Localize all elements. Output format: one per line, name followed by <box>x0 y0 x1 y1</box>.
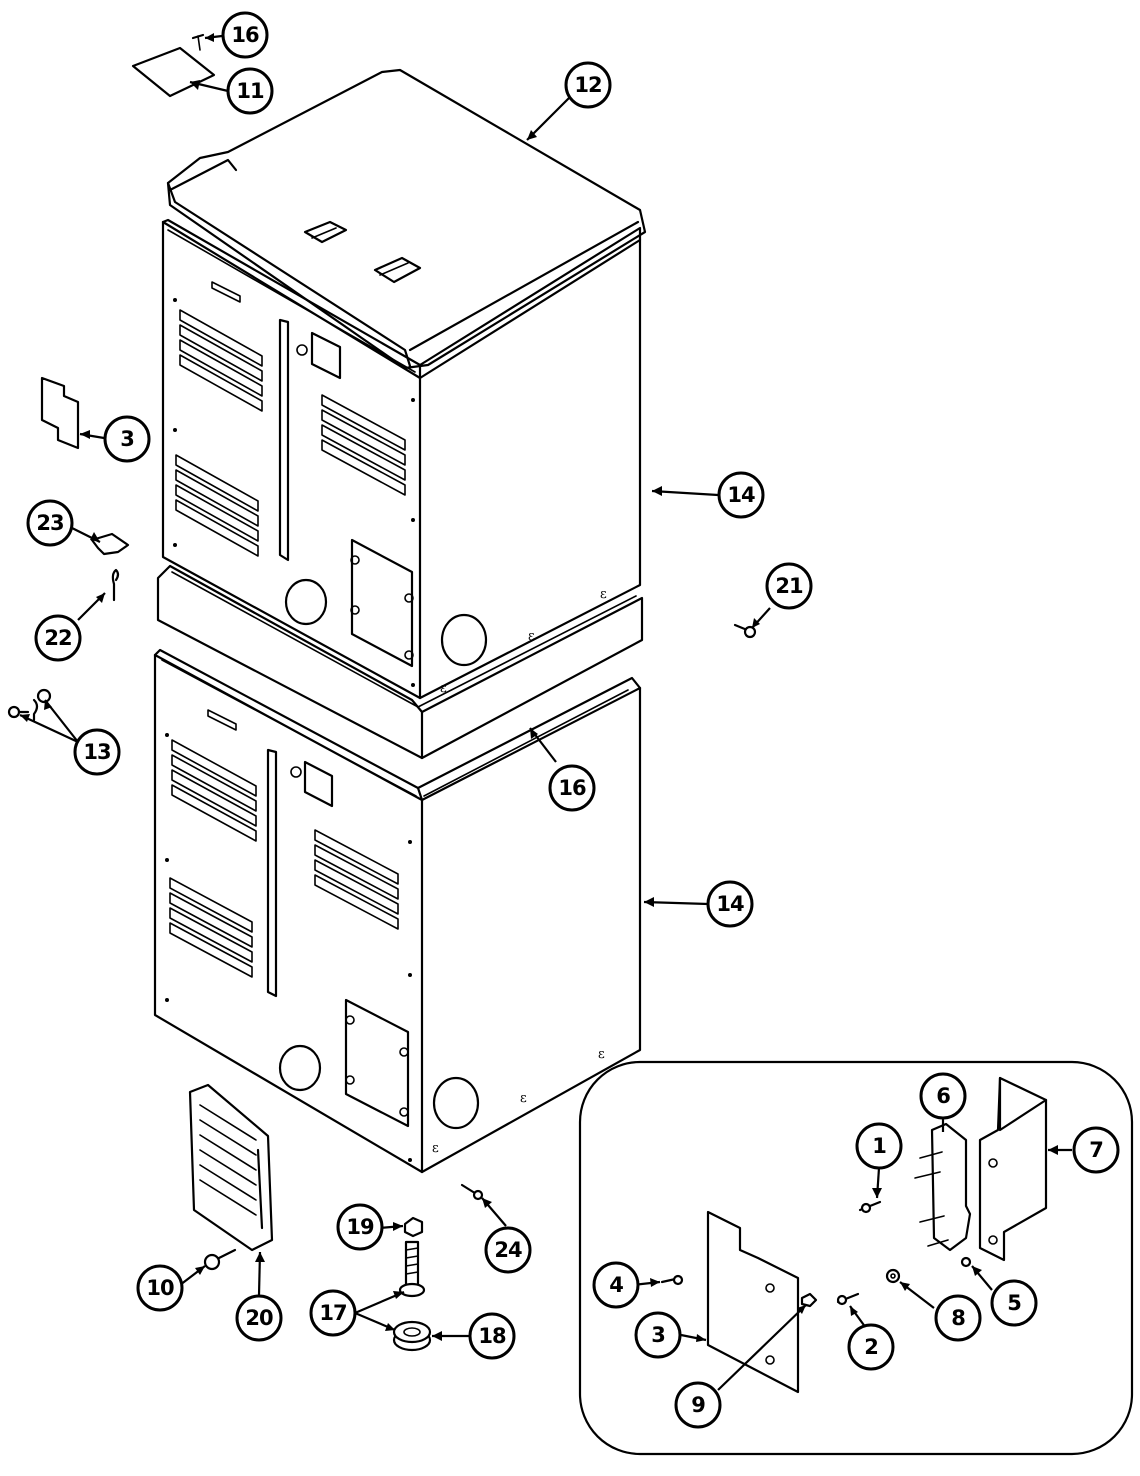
svg-text:2: 2 <box>864 1335 878 1359</box>
svg-text:ε: ε <box>432 1141 439 1156</box>
callout-22: 22 <box>34 614 82 662</box>
callout-20: 20 <box>235 1294 283 1342</box>
svg-text:24: 24 <box>494 1238 522 1262</box>
callout-11: 11 <box>226 67 274 115</box>
spacer-frame-16 <box>156 564 644 760</box>
callout-2: 2 <box>847 1323 895 1371</box>
svg-text:14: 14 <box>716 892 744 916</box>
hook-22 <box>111 568 120 602</box>
svg-text:19: 19 <box>346 1215 374 1239</box>
svg-text:10: 10 <box>146 1276 174 1300</box>
svg-text:7: 7 <box>1089 1138 1103 1162</box>
screw-21 <box>733 623 757 639</box>
callout-12: 12 <box>564 61 612 109</box>
callout-10: 10 <box>136 1264 184 1312</box>
svg-text:20: 20 <box>245 1306 273 1330</box>
detail-inset <box>578 1060 1134 1456</box>
svg-text:8: 8 <box>951 1306 965 1330</box>
svg-text:23: 23 <box>36 511 63 535</box>
callout-16-top: 16 <box>221 11 269 59</box>
callout-24: 24 <box>484 1226 532 1274</box>
lower-cabinet-14: ε ε ε <box>153 648 642 1174</box>
bracket-plate-3 <box>40 376 80 450</box>
svg-text:3: 3 <box>120 427 134 451</box>
svg-text:16: 16 <box>558 776 586 800</box>
top-cover-12 <box>166 68 647 370</box>
leveling-leg-17 <box>398 1240 426 1298</box>
svg-text:ε: ε <box>598 1047 605 1062</box>
callout-14-upper: 14 <box>717 471 765 519</box>
callout-16-spacer: 16 <box>548 764 596 812</box>
svg-text:ε: ε <box>528 629 535 644</box>
clip-23 <box>90 532 130 556</box>
arrowheads <box>20 33 1058 1342</box>
callout-7: 7 <box>1072 1126 1120 1174</box>
grille-20 <box>188 1083 274 1252</box>
callout-8: 8 <box>934 1294 982 1342</box>
nut-19 <box>403 1216 424 1238</box>
access-cover-11 <box>131 46 216 98</box>
svg-text:6: 6 <box>936 1084 950 1108</box>
svg-text:1: 1 <box>872 1134 886 1158</box>
callout-5: 5 <box>990 1279 1038 1327</box>
screw-washer-13 <box>7 688 52 722</box>
svg-text:12: 12 <box>574 73 601 97</box>
svg-text:9: 9 <box>691 1393 705 1417</box>
screw-24 <box>460 1183 484 1201</box>
svg-text:5: 5 <box>1007 1291 1021 1315</box>
svg-text:14: 14 <box>727 483 755 507</box>
svg-text:18: 18 <box>478 1324 506 1348</box>
callout-18: 18 <box>468 1312 516 1360</box>
svg-text:4: 4 <box>609 1273 623 1297</box>
upper-cabinet-14: ε ε ε <box>161 218 642 700</box>
callout-9: 9 <box>674 1381 722 1429</box>
svg-text:ε: ε <box>520 1091 527 1106</box>
callout-21: 21 <box>765 562 813 610</box>
screw-16-top <box>191 33 205 51</box>
callout-3-inset: 3 <box>634 1311 682 1359</box>
svg-text:11: 11 <box>236 79 264 103</box>
leveling-cup-18 <box>392 1320 432 1352</box>
svg-text:17: 17 <box>319 1301 346 1325</box>
callout-6: 6 <box>919 1072 967 1120</box>
callout-13: 13 <box>73 728 121 776</box>
callout-3-left: 3 <box>103 415 151 463</box>
svg-text:16: 16 <box>231 23 259 47</box>
svg-text:ε: ε <box>440 681 447 696</box>
callout-4: 4 <box>592 1261 640 1309</box>
callout-14-lower: 14 <box>706 880 754 928</box>
callout-23: 23 <box>26 499 74 547</box>
screw-10 <box>203 1248 237 1271</box>
svg-text:22: 22 <box>44 626 71 650</box>
callout-17: 17 <box>309 1289 357 1337</box>
svg-text:ε: ε <box>600 587 607 602</box>
svg-text:21: 21 <box>775 574 803 598</box>
callout-1: 1 <box>855 1122 903 1170</box>
callout-19: 19 <box>336 1203 384 1251</box>
svg-text:3: 3 <box>651 1323 665 1347</box>
svg-text:13: 13 <box>83 740 110 764</box>
